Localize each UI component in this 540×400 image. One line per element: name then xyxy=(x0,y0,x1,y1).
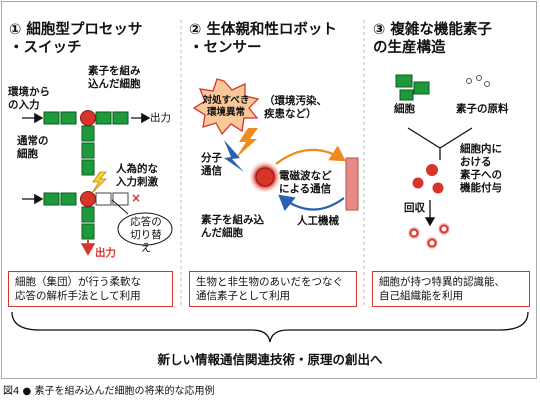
col3-title: ③ 複雑な機能素子 の生産構造 xyxy=(373,22,492,56)
em-comm-label: 電磁波など による通信 xyxy=(279,170,332,195)
col1-summary: 細胞（集団）が行う柔軟な 応答の解析手法として利用 xyxy=(8,271,173,307)
element-sphere xyxy=(412,177,424,189)
normal-cell xyxy=(60,111,77,125)
normal-cell xyxy=(81,206,95,223)
engineered-cell-label: 素子を組み 込んだ細胞 xyxy=(88,65,141,90)
col3-summary: 細胞が持つ特異的認識能、 自己組織能を利用 xyxy=(372,271,530,307)
inactive-cell xyxy=(112,192,129,206)
engineered-cell xyxy=(80,191,96,207)
engineered-cell-label-2: 素子を組み込 んだ細胞 xyxy=(201,214,264,239)
response-switch-oval xyxy=(117,212,173,246)
element-sphere xyxy=(432,182,444,194)
normal-cell xyxy=(43,192,60,206)
recovery-label: 回収 xyxy=(404,202,425,214)
engineered-cell xyxy=(80,110,96,126)
artificial-machine-label: 人工機械 xyxy=(297,215,339,227)
em-arrow-out xyxy=(275,145,346,165)
merge-lines xyxy=(407,127,473,160)
blocked-mark: × xyxy=(131,191,142,205)
element-sphere xyxy=(426,164,438,176)
orange-signal-icon xyxy=(236,128,258,158)
cell-icon xyxy=(413,81,430,95)
artificial-machine-block xyxy=(345,157,359,211)
normal-cell xyxy=(81,159,95,176)
col2-title: ② 生体親和性ロボット ・センサー xyxy=(189,22,337,56)
normal-cell xyxy=(112,111,129,125)
cell-icon xyxy=(395,74,413,88)
env-input-label: 環境から の入力 xyxy=(8,86,50,111)
figure-caption: 図4 ● 素子を組み込んだ細胞の将来的な応用例 xyxy=(3,386,215,397)
normal-cell xyxy=(81,142,95,159)
col2-summary: 生物と非生物のあいだをつなぐ 通信素子として利用 xyxy=(189,271,357,307)
function-assign-label: 細胞内に おける 素子への 機能付与 xyxy=(460,143,502,194)
output-label-top: 出力 xyxy=(150,112,171,124)
molecular-comm-label: 分子 通信 xyxy=(201,152,222,177)
figure-frame xyxy=(1,1,537,379)
cell-icon xyxy=(399,89,414,101)
bottom-brace xyxy=(11,311,529,343)
response-switch-label: 応答の 切り替え xyxy=(130,216,162,254)
engineered-cell xyxy=(255,167,275,187)
anomaly-burst xyxy=(192,78,260,136)
col1-title: ① 細胞型プロセッサ ・スイッチ xyxy=(9,22,143,56)
output-label-bottom: 出力 xyxy=(95,247,116,259)
conclusion-text: 新しい情報通信関連技術・原理の創出へ xyxy=(157,352,383,367)
cell-label: 細胞 xyxy=(394,103,415,115)
normal-cell xyxy=(81,223,95,240)
raw-material-label: 素子の原料 xyxy=(456,103,509,115)
normal-cell xyxy=(95,111,112,125)
em-arrow-in xyxy=(278,194,345,212)
cell-chain-bottom xyxy=(22,171,173,256)
normal-cell xyxy=(43,111,60,125)
cell-chain-top xyxy=(22,110,151,176)
col3-graphics xyxy=(395,74,490,250)
normal-cell xyxy=(60,192,77,206)
col2-graphics xyxy=(192,78,359,212)
anomaly-label: 対処すべき 環境異常 xyxy=(202,95,250,118)
blue-signal-icon xyxy=(224,140,244,172)
lightning-icon xyxy=(91,171,107,194)
artificial-input-label: 人為的な 入力刺激 xyxy=(116,163,158,188)
env-examples-label: （環境汚染、 疾患など） xyxy=(264,95,327,120)
normal-cell xyxy=(81,125,95,142)
normal-cell-label: 通常の 細胞 xyxy=(17,135,49,160)
inactive-cell xyxy=(95,192,112,206)
